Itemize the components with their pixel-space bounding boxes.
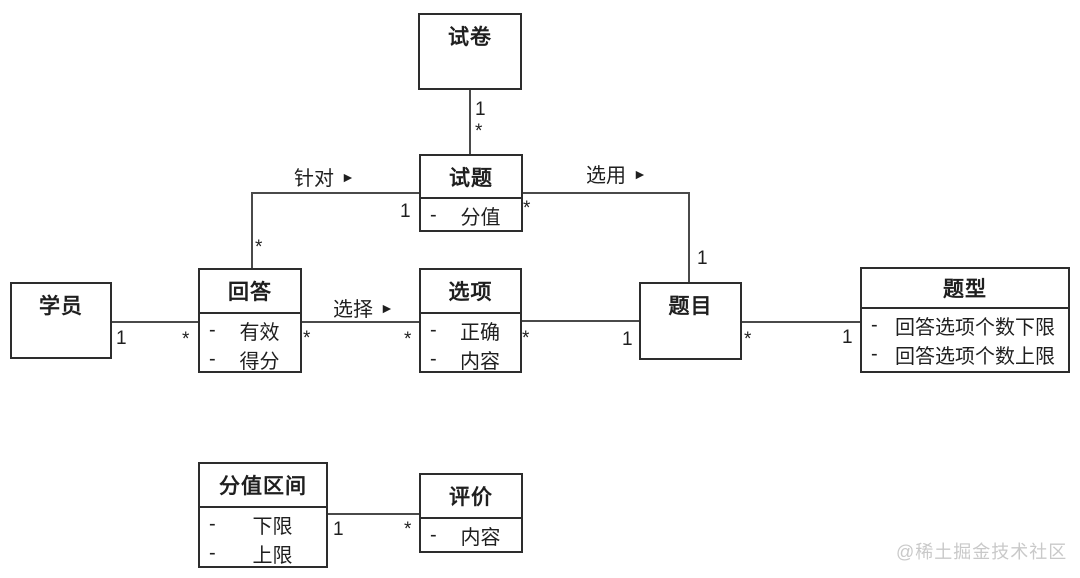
edge-paper-examquestion	[469, 90, 471, 154]
association-label-text: 选用	[586, 165, 626, 187]
association-label-target: 针对 ►	[294, 162, 355, 191]
class-score-range: 分值区间 - 下限 - 上限	[198, 462, 328, 568]
edge-answer-examquestion-h	[251, 192, 419, 194]
attribute-visibility-marker: -	[871, 314, 878, 336]
class-score-range-title: 分值区间	[200, 464, 326, 508]
multiplicity-question-qtype-many: *	[744, 329, 752, 350]
class-option: 选项 - 正确 - 内容	[419, 268, 522, 373]
multiplicity-examquestion-question-1: 1	[697, 248, 708, 269]
multiplicity-answer-option-many-right: *	[404, 329, 412, 350]
attribute-visibility-marker: -	[209, 513, 216, 535]
watermark-text: @稀土掘金技术社区	[896, 542, 1068, 562]
attribute-name: 下限	[252, 516, 293, 538]
class-answer: 回答 - 有效 - 得分	[198, 268, 302, 373]
attribute-visibility-marker: -	[430, 319, 437, 341]
attribute-row: - 内容	[421, 521, 521, 550]
attribute-row: - 得分	[200, 345, 300, 374]
edge-answer-examquestion-v	[251, 192, 253, 268]
class-evaluation-attrs: - 内容	[421, 519, 521, 552]
class-exam-question-attrs: - 分值	[421, 199, 521, 232]
multiplicity-range-evaluation-many: *	[404, 519, 412, 540]
edge-examquestion-question-h	[523, 192, 690, 194]
attribute-name: 得分	[239, 351, 280, 373]
attribute-visibility-marker: -	[430, 204, 437, 226]
attribute-visibility-marker: -	[209, 319, 216, 341]
attribute-name: 回答选项个数上限	[895, 346, 1055, 368]
class-option-title: 选项	[421, 270, 520, 314]
class-exam-question: 试题 - 分值	[419, 154, 523, 232]
class-question-title: 题目	[668, 295, 713, 318]
multiplicity-examquestion-question-many: *	[523, 198, 531, 219]
class-question-type-title: 题型	[862, 269, 1068, 309]
edge-answer-option	[302, 321, 419, 323]
attribute-row: - 上限	[200, 539, 326, 568]
multiplicity-paper-examquestion-many: *	[475, 121, 483, 142]
class-question-type-attrs: - 回答选项个数下限 - 回答选项个数上限	[862, 309, 1068, 371]
multiplicity-answer-examquestion-1: 1	[400, 201, 411, 222]
class-exam-question-title: 试题	[421, 156, 521, 199]
direction-arrow-icon: ►	[380, 299, 394, 316]
class-evaluation-title: 评价	[421, 475, 521, 519]
edge-option-question	[522, 320, 639, 322]
attribute-row: - 分值	[421, 201, 521, 230]
attribute-visibility-marker: -	[871, 343, 878, 365]
association-label-text: 选择	[333, 299, 373, 321]
edge-question-questiontype	[742, 321, 860, 323]
direction-arrow-icon: ►	[633, 165, 647, 182]
attribute-name: 正确	[460, 322, 500, 344]
attribute-visibility-marker: -	[430, 348, 437, 370]
attribute-row: - 回答选项个数上限	[862, 340, 1068, 369]
class-question-type: 题型 - 回答选项个数下限 - 回答选项个数上限	[860, 267, 1070, 373]
attribute-row: - 内容	[421, 345, 520, 374]
class-answer-title: 回答	[200, 270, 300, 314]
attribute-name: 有效	[239, 322, 280, 344]
attribute-row: - 正确	[421, 316, 520, 345]
association-label-choose: 选择 ►	[333, 293, 394, 322]
edge-examquestion-question-v	[688, 192, 690, 282]
direction-arrow-icon: ►	[341, 168, 355, 185]
class-score-range-attrs: - 下限 - 上限	[200, 508, 326, 570]
class-evaluation: 评价 - 内容	[419, 473, 523, 553]
association-label-text: 针对	[294, 168, 334, 190]
multiplicity-range-evaluation-1: 1	[333, 519, 344, 540]
attribute-row: - 下限	[200, 510, 326, 539]
attribute-visibility-marker: -	[430, 524, 437, 546]
attribute-visibility-marker: -	[209, 542, 216, 564]
class-student: 学员	[10, 282, 112, 359]
multiplicity-option-question-1: 1	[622, 329, 633, 350]
class-student-title: 学员	[39, 295, 83, 318]
multiplicity-student-answer-1: 1	[116, 328, 127, 349]
class-answer-attrs: - 有效 - 得分	[200, 314, 300, 376]
attribute-name: 回答选项个数下限	[895, 317, 1055, 339]
multiplicity-paper-examquestion-1: 1	[475, 99, 486, 120]
edge-student-answer	[112, 321, 198, 323]
class-question: 题目	[639, 282, 742, 360]
association-label-use: 选用 ►	[586, 159, 647, 188]
edge-scorerange-evaluation	[328, 513, 419, 515]
multiplicity-student-answer-many: *	[182, 329, 190, 350]
class-exam-paper: 试卷	[418, 13, 522, 90]
multiplicity-answer-examquestion-many: *	[255, 237, 263, 258]
multiplicity-answer-option-many-left: *	[303, 328, 311, 349]
class-option-attrs: - 正确 - 内容	[421, 314, 520, 376]
multiplicity-option-question-many: *	[522, 328, 530, 349]
attribute-row: - 有效	[200, 316, 300, 345]
attribute-name: 分值	[460, 207, 501, 229]
class-exam-paper-title: 试卷	[448, 26, 492, 49]
attribute-visibility-marker: -	[209, 348, 216, 370]
attribute-name: 内容	[460, 527, 501, 549]
multiplicity-question-qtype-1: 1	[842, 327, 853, 348]
attribute-row: - 回答选项个数下限	[862, 311, 1068, 340]
attribute-name: 上限	[252, 545, 293, 567]
attribute-name: 内容	[460, 351, 500, 373]
